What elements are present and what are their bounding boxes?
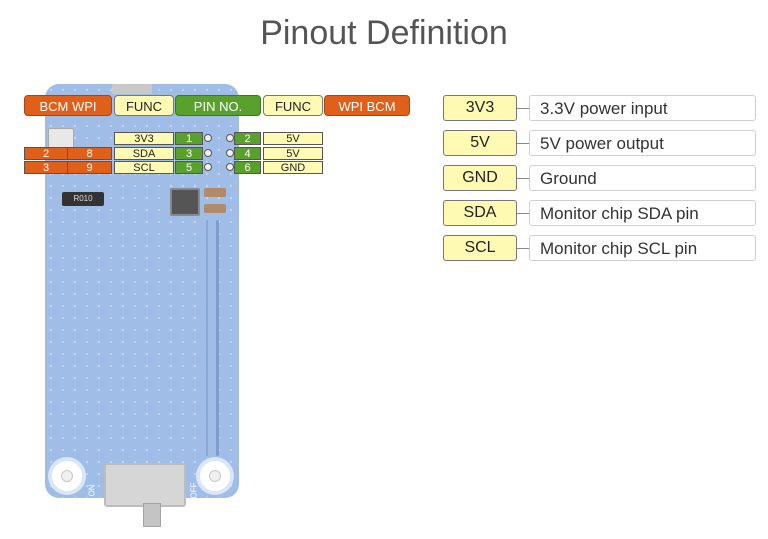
legend-key: SDA	[443, 200, 517, 226]
pin-hole-right	[226, 149, 234, 157]
header-func-right: FUNC	[263, 95, 323, 116]
legend-description: 3.3V power input	[529, 95, 756, 121]
legend-key: 3V3	[443, 95, 517, 121]
legend-row: GND Ground	[443, 165, 756, 191]
legend-description: Ground	[529, 165, 756, 191]
legend-description: 5V power output	[529, 130, 756, 156]
page-title: Pinout Definition	[260, 14, 508, 52]
resistor	[62, 192, 104, 206]
legend-description: Monitor chip SDA pin	[529, 200, 756, 226]
header-bcm-wpi-left: BCM WPI	[24, 95, 112, 116]
pin-hole-left	[204, 163, 212, 171]
pin-func-right: 5V	[263, 147, 323, 160]
legend-row: SCL Monitor chip SCL pin	[443, 235, 756, 261]
legend-key: 5V	[443, 130, 517, 156]
trace	[216, 220, 219, 456]
resistor-label: R010	[73, 194, 93, 203]
power-switch	[104, 463, 186, 507]
switch-on-label: ON	[87, 484, 97, 497]
pin-hole-left	[204, 134, 212, 142]
pin-number-right: 4	[234, 147, 261, 160]
legend-row: SDA Monitor chip SDA pin	[443, 200, 756, 226]
pin-func-right: GND	[263, 161, 323, 174]
pin-hole-right	[226, 134, 234, 142]
pin-func-left: SDA	[114, 147, 174, 160]
pin-bcm: 3	[24, 161, 68, 174]
header-pin-no: PIN NO.	[175, 95, 261, 116]
mount-hole	[200, 461, 230, 491]
trace	[206, 220, 208, 456]
header-wpi-bcm-right: WPI BCM	[324, 95, 410, 116]
mount-hole	[52, 461, 82, 491]
pin-number-left: 3	[175, 147, 203, 160]
legend-connector	[517, 143, 529, 144]
pin-func-left: SCL	[114, 161, 174, 174]
pin-func-right: 5V	[263, 132, 323, 145]
pin-number-right: 2	[234, 132, 261, 145]
legend-connector	[517, 248, 529, 249]
pin-number-left: 5	[175, 161, 203, 174]
legend-key: SCL	[443, 235, 517, 261]
pin-wpi: 9	[67, 161, 112, 174]
pin-hole-left	[204, 149, 212, 157]
capacitor-2	[204, 204, 226, 213]
legend-connector	[517, 108, 529, 109]
legend-connector	[517, 213, 529, 214]
switch-off-label: OFF	[189, 482, 199, 499]
legend-row: 5V 5V power output	[443, 130, 756, 156]
pin-func-left: 3V3	[114, 132, 174, 145]
power-switch-knob	[143, 503, 161, 527]
header-func-left: FUNC	[114, 95, 174, 116]
usb-connector	[112, 84, 152, 94]
legend-row: 3V3 3.3V power input	[443, 95, 756, 121]
legend-connector	[517, 178, 529, 179]
inductor	[170, 188, 200, 216]
pin-number-right: 6	[234, 161, 261, 174]
pin-wpi: 8	[67, 147, 112, 160]
pin-bcm: 2	[24, 147, 68, 160]
pin-number-left: 1	[175, 132, 203, 145]
capacitor-1	[204, 188, 226, 197]
legend-description: Monitor chip SCL pin	[529, 235, 756, 261]
legend-key: GND	[443, 165, 517, 191]
pin-hole-right	[226, 163, 234, 171]
